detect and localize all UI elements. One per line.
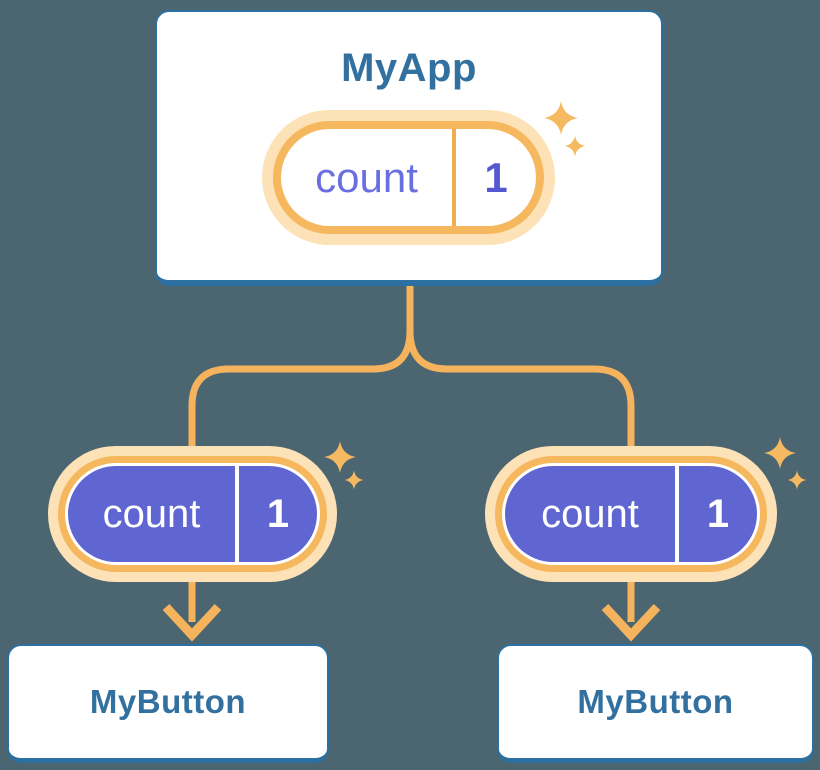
sparkle-icon xyxy=(544,101,578,135)
sparkle-icon xyxy=(324,441,356,473)
state-pill-body: count 1 xyxy=(281,129,536,226)
state-pill-root: count 1 xyxy=(262,110,555,245)
state-divider xyxy=(235,466,239,562)
state-pill-right-child: count 1 xyxy=(485,446,777,582)
state-pill-body: count 1 xyxy=(505,466,757,562)
sparkle-icon xyxy=(564,135,586,157)
state-value: 1 xyxy=(706,491,730,536)
state-name: count xyxy=(315,153,418,201)
state-divider xyxy=(452,129,456,226)
sparkle-icon xyxy=(787,470,807,490)
state-pill-body: count 1 xyxy=(68,466,317,562)
connector-left-branch xyxy=(188,330,414,622)
state-name: count xyxy=(102,491,201,536)
connector-right-branch xyxy=(406,330,635,622)
state-divider xyxy=(675,466,679,562)
state-pill-gap: count 1 xyxy=(65,463,320,565)
sparkle-icon xyxy=(344,470,364,490)
sparkle-icon xyxy=(764,437,796,469)
component-card-mybutton-left: MyButton xyxy=(7,644,329,763)
state-pill-ring: count 1 xyxy=(495,456,767,572)
component-title: MyButton xyxy=(577,683,734,720)
state-name: count xyxy=(541,491,639,536)
component-card-mybutton-right: MyButton xyxy=(497,644,814,763)
state-pill-left-child: count 1 xyxy=(48,446,337,582)
state-pill-ring: count 1 xyxy=(58,456,327,572)
arrow-down-icon xyxy=(601,603,661,642)
component-title: MyApp xyxy=(341,46,477,90)
component-title: MyButton xyxy=(89,683,247,720)
state-value: 1 xyxy=(266,491,290,536)
state-pill-ring: count 1 xyxy=(273,121,544,234)
arrow-down-icon xyxy=(162,603,222,642)
state-value: 1 xyxy=(484,153,508,201)
state-pill-gap: count 1 xyxy=(502,463,760,565)
